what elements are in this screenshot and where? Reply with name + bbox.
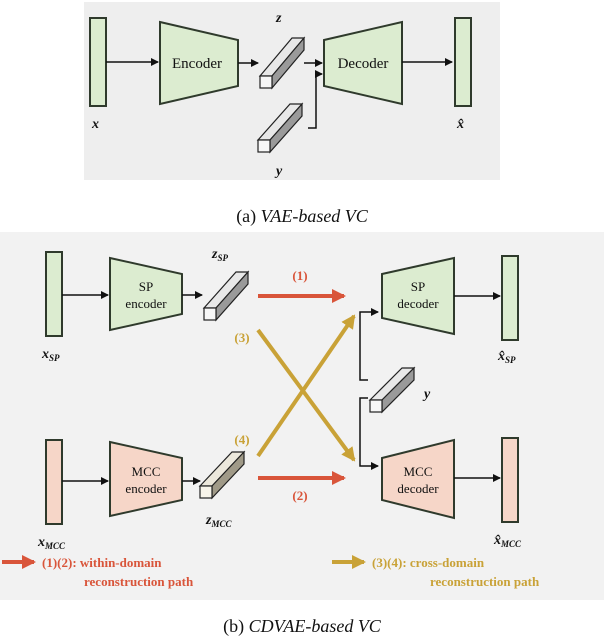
vae-background <box>84 2 500 180</box>
mcc-latent-label: zMCC <box>205 513 232 529</box>
mcc-decoder-label-line1: MCC <box>404 464 433 479</box>
cdvae-diagram: xSP SP encoder zSP xMCC MCC encoder zMCC <box>0 232 604 637</box>
legend-cross-line1: (3)(4): cross-domain <box>372 555 485 570</box>
path-4-arrow <box>256 314 356 458</box>
vae-latent-label: z <box>275 11 282 26</box>
legend-within-line2: reconstruction path <box>84 574 194 589</box>
sp-output-label: x̂SP <box>497 349 516 365</box>
sp-decoder-label-line2: decoder <box>397 296 439 311</box>
mcc-input-vector <box>45 439 63 525</box>
sp-output-vector <box>501 255 519 341</box>
vae-condition-cube <box>256 102 304 154</box>
sp-decoder-block <box>381 256 455 336</box>
path-4-label: (4) <box>234 432 249 447</box>
mcc-encoder-block <box>109 440 183 518</box>
sp-latent-label: zSP <box>211 247 228 263</box>
arrow-condition-sp-decoder <box>359 308 379 381</box>
legend-within-line1: (1)(2): within-domain <box>42 555 162 570</box>
arrow-condition-mcc-decoder <box>359 397 379 470</box>
sp-encoder-label-line2: encoder <box>125 296 167 311</box>
mcc-input-label: xMCC <box>37 535 66 551</box>
vae-decoder-label: Decoder <box>338 56 389 72</box>
vae-encoder-block <box>159 20 239 106</box>
mcc-decoder-block <box>381 438 455 520</box>
mcc-output-vector <box>501 437 519 523</box>
vae-condition-label: y <box>274 164 283 179</box>
mcc-latent-cube <box>198 450 246 500</box>
sp-encoder-label-line1: SP <box>139 279 153 294</box>
mcc-encoder-label-line2: encoder <box>125 481 167 496</box>
path-2-label: (2) <box>292 488 307 503</box>
sp-input-label: xSP <box>41 347 60 363</box>
sp-encoder-block <box>109 256 183 332</box>
vae-output-label: x̂ <box>456 117 464 132</box>
mcc-decoder-label-line2: decoder <box>397 481 439 496</box>
vae-latent-cube <box>258 36 306 90</box>
vae-arrow-condition-decoder <box>308 70 323 129</box>
sp-decoder-label-line1: SP <box>411 279 425 294</box>
mcc-output-label: x̂MCC <box>493 533 522 549</box>
cdvae-condition-label: y <box>422 387 431 402</box>
sp-latent-cube <box>202 270 250 322</box>
vae-decoder-block <box>323 20 403 106</box>
vae-diagram: x Encoder z y Decoder x̂ (a) VAE-b <box>84 2 500 227</box>
path-1-label: (1) <box>292 268 307 283</box>
vae-input-label: x <box>91 117 99 132</box>
cdvae-condition-cube <box>368 366 416 414</box>
sp-input-vector <box>45 251 63 337</box>
cdvae-caption: (b) CDVAE-based VC <box>223 616 382 637</box>
vae-encoder-label: Encoder <box>172 56 222 72</box>
vae-input-vector <box>89 17 107 107</box>
mcc-encoder-label-line1: MCC <box>132 464 161 479</box>
vae-caption: (a) VAE-based VC <box>236 206 369 227</box>
path-3-arrow <box>256 328 356 462</box>
path-3-label: (3) <box>234 330 249 345</box>
legend-cross-line2: reconstruction path <box>430 574 540 589</box>
vae-output-vector <box>454 17 472 107</box>
